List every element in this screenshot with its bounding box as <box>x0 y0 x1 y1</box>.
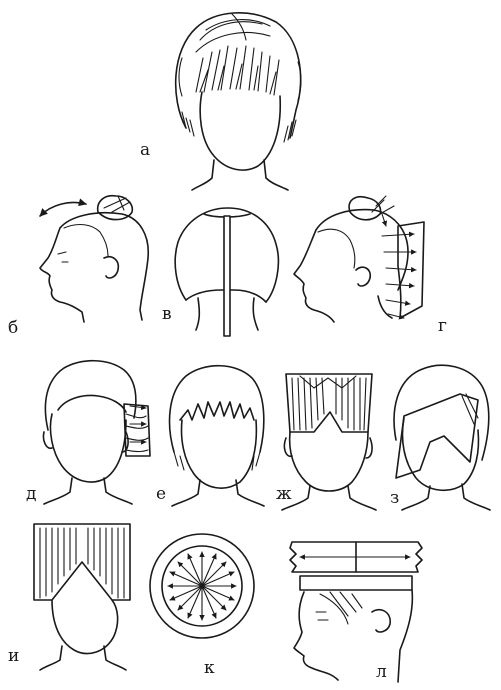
label-v: в <box>162 304 172 324</box>
label-b: б <box>8 318 19 338</box>
label-zh: ж <box>276 484 292 504</box>
label-z: з <box>390 488 400 508</box>
figure-v-back-head <box>174 207 280 337</box>
figure-i-vertical-comb <box>33 523 131 671</box>
figure-zh-comb-sections <box>281 373 377 511</box>
label-i: и <box>8 646 20 666</box>
figure-d-front-strand <box>42 359 151 505</box>
figure-a-front-haircut <box>174 12 302 191</box>
figure-g-side-sections <box>293 195 425 323</box>
label-g: г <box>438 316 447 336</box>
label-a: а <box>140 140 151 160</box>
figure-e-jagged-fringe <box>168 365 265 507</box>
label-e: е <box>156 484 167 504</box>
figure-k-radial-circle <box>149 533 255 639</box>
figure-z-asymmetric <box>393 364 491 511</box>
figure-b-side-head <box>39 194 149 323</box>
label-d: д <box>26 484 37 504</box>
label-l: л <box>376 662 387 682</box>
figure-l-side-flat-top <box>289 541 423 683</box>
label-k: к <box>204 658 215 678</box>
